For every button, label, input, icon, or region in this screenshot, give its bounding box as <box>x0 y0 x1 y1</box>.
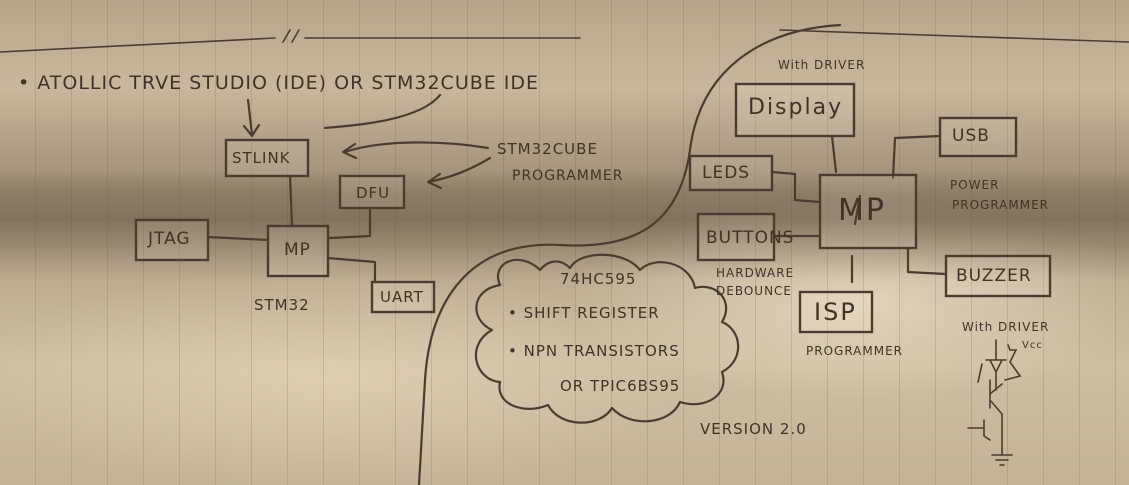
cloud-item-npn: • NPN TRANSISTORS <box>508 342 680 360</box>
mp-left-box <box>266 224 330 278</box>
programmer-arrow-stlink <box>341 141 490 160</box>
base-input <box>967 419 991 441</box>
uart-box <box>370 280 436 314</box>
usb-label: USB <box>952 126 990 146</box>
dfu-box <box>338 174 406 210</box>
display-label: Display <box>748 95 844 120</box>
programmer-label-line1: STM32CUBE <box>497 140 598 158</box>
divider-curve <box>417 23 842 485</box>
transistor-symbol <box>977 363 1003 441</box>
isp-box <box>798 290 874 334</box>
mp-right-label: MP <box>838 193 886 228</box>
programmer-label-line2: PROGRAMMER <box>512 168 624 184</box>
chip-label: STM32 <box>254 296 310 314</box>
ide-note: • ATOLLIC TRVE STUDIO (IDE) OR STM32CUBE… <box>18 72 540 94</box>
cloud-outline <box>474 253 740 424</box>
diode-symbol <box>985 339 1007 391</box>
stlink-label: STLINK <box>232 149 291 167</box>
power-label-line2: PROGRAMMER <box>952 198 1050 212</box>
top-rule-left <box>0 37 276 53</box>
leds-label: LEDS <box>702 163 751 183</box>
buttons-label: BUTTONS <box>706 228 795 248</box>
mp-cursor-mark <box>853 194 862 226</box>
ide-arrow <box>242 98 261 138</box>
mp-left-label: MP <box>284 240 311 260</box>
ground-symbol <box>991 439 1013 466</box>
jtag-box <box>134 218 210 262</box>
ide-curve <box>323 93 442 130</box>
buttons-box <box>696 212 776 262</box>
usb-mp-line <box>891 134 942 180</box>
mp-right-box <box>818 173 918 250</box>
dfu-mp-line <box>328 206 372 240</box>
display-driver-note: With DRIVER <box>778 58 866 72</box>
leds-mp-line <box>770 170 822 204</box>
buzzer-box <box>944 254 1052 298</box>
usb-box <box>938 116 1018 158</box>
mp-uart-line <box>326 256 377 284</box>
cloud-item-shift-register: • SHIFT REGISTER <box>508 304 660 322</box>
mp-buzzer-line <box>906 246 948 276</box>
version-label: VERSION 2.0 <box>700 420 807 438</box>
break-mark <box>282 29 300 43</box>
stlink-mp-line <box>288 174 294 228</box>
buzzer-label: BUZZER <box>956 266 1032 286</box>
led-coil-symbol <box>1004 344 1022 381</box>
photo-shadow <box>0 170 1129 280</box>
display-mp-line <box>830 134 838 174</box>
isp-label: ISP <box>814 298 857 326</box>
stlink-box <box>224 138 310 178</box>
transistor-driver-icon <box>967 339 1022 466</box>
cloud-item-tpic: OR TPIC6BS95 <box>560 377 681 395</box>
display-box <box>734 82 856 138</box>
debounce-label-line1: HARDWARE <box>716 266 795 280</box>
top-rule-far-right <box>779 29 1129 43</box>
cloud-title: 74HC595 <box>560 270 637 288</box>
jtag-mp-line <box>206 235 270 242</box>
isp-programmer-label: PROGRAMMER <box>806 344 904 358</box>
transistor-driver-note: With DRIVER <box>962 320 1050 334</box>
programmer-arrow-dfu <box>426 156 492 190</box>
power-label-line1: POWER <box>950 178 1000 192</box>
jtag-label: JTAG <box>148 229 191 249</box>
uart-label: UART <box>380 288 424 306</box>
dfu-label: DFU <box>356 184 391 202</box>
debounce-label-line2: DEBOUNCE <box>716 284 793 298</box>
vcc-label: Vcc <box>1022 340 1043 351</box>
